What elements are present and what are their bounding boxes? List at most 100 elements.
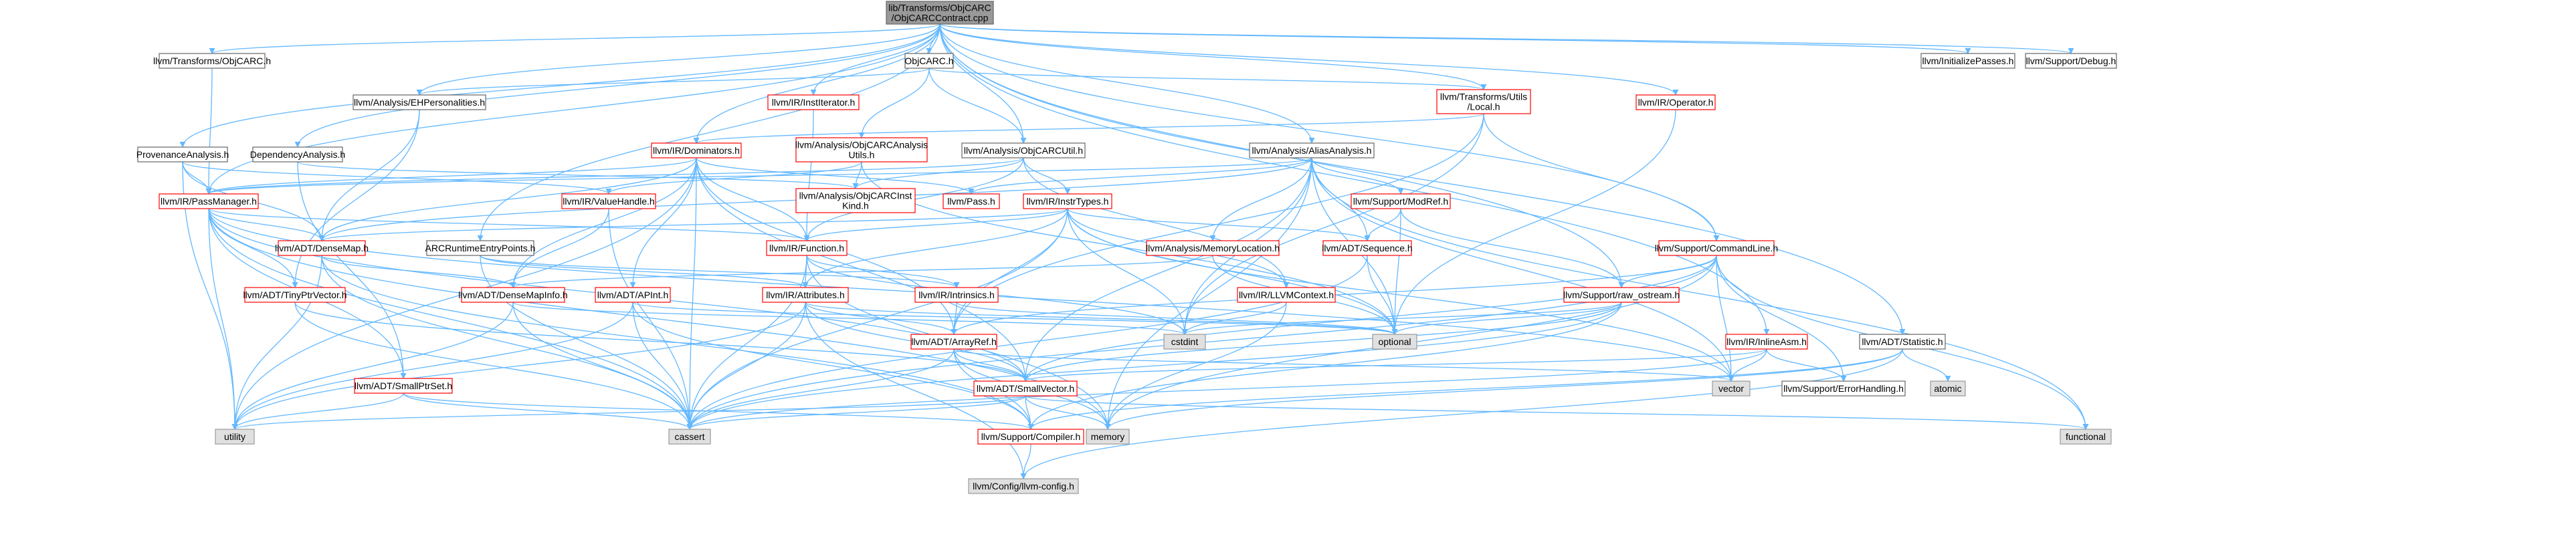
- edge-arcrtentry-to-intrinsics: [480, 255, 960, 288]
- node-label-provanal: ProvenanceAnalysis.h: [136, 149, 229, 160]
- node-label-localh: llvm/Transforms/Utils/Local.h: [1440, 92, 1527, 112]
- node-box-compiler: [977, 429, 1084, 445]
- node-apint[interactable]: llvm/ADT/APInt.h: [595, 287, 671, 303]
- node-label-smallptrset: llvm/ADT/SmallPtrSet.h: [355, 380, 452, 391]
- node-label-aliasanal: llvm/Analysis/AliasAnalysis.h: [1252, 145, 1372, 156]
- edge-smallptrset-to-compiler: [403, 393, 1034, 430]
- node-llvmctx[interactable]: llvm/IR/LLVMContext.h: [1237, 287, 1336, 303]
- node-label-tobjcarc: llvm/Transforms/ObjCARC.h: [153, 55, 271, 66]
- node-label-intrinsics: llvm/IR/Intrinsics.h: [918, 290, 995, 300]
- node-operator[interactable]: llvm/IR/Operator.h: [1636, 94, 1716, 110]
- edge-objcarcutil-to-instrtypes: [1023, 157, 1071, 195]
- node-modref[interactable]: llvm/Support/ModRef.h: [1351, 193, 1451, 209]
- node-pass[interactable]: llvm/Pass.h: [943, 193, 1000, 209]
- node-box-vector: [1712, 380, 1751, 397]
- node-aliasanal[interactable]: llvm/Analysis/AliasAnalysis.h: [1249, 142, 1375, 158]
- node-arcrtentry[interactable]: ARCRuntimeEntryPoints.h: [425, 240, 536, 256]
- node-tobjcarc[interactable]: llvm/Transforms/ObjCARC.h: [153, 53, 271, 69]
- node-passmgr[interactable]: llvm/IR/PassManager.h: [159, 193, 259, 209]
- node-smallptrset[interactable]: llvm/ADT/SmallPtrSet.h: [354, 378, 453, 394]
- edge-smallvector-to-memory: [1025, 395, 1111, 430]
- edge-smallptrset-to-cassert: [403, 393, 693, 430]
- edge-rawostream-to-cstdint: [1181, 302, 1622, 335]
- node-intrinsics[interactable]: llvm/IR/Intrinsics.h: [914, 287, 999, 303]
- node-label-sequence: llvm/ADT/Sequence.h: [1322, 243, 1412, 253]
- node-rawostream[interactable]: llvm/Support/raw_ostream.h: [1563, 287, 1680, 303]
- node-dominators[interactable]: llvm/IR/Dominators.h: [651, 142, 742, 158]
- edge-rawostream-to-optional: [1391, 302, 1622, 335]
- node-box-sequence: [1322, 240, 1412, 256]
- edge-compiler-to-llvmconfig: [1020, 443, 1031, 479]
- edge-ehpers-to-tinyptr: [292, 109, 420, 288]
- node-tinyptr[interactable]: llvm/ADT/TinyPtrVector.h: [243, 287, 347, 303]
- node-densemapinfo[interactable]: llvm/ADT/DenseMapInfo.h: [458, 287, 568, 303]
- node-instrtypes[interactable]: llvm/IR/InstrTypes.h: [1023, 193, 1112, 209]
- node-compiler[interactable]: llvm/Support/Compiler.h: [977, 429, 1084, 445]
- edge-aliasanal-to-memory: [1104, 157, 1312, 430]
- node-objcarc[interactable]: ObjCARC.h: [904, 53, 954, 69]
- node-inlineasm[interactable]: llvm/IR/InlineAsm.h: [1725, 334, 1808, 350]
- node-memloc[interactable]: llvm/Analysis/MemoryLocation.h: [1146, 240, 1280, 256]
- node-function[interactable]: llvm/IR/Function.h: [766, 240, 848, 256]
- node-label-root: lib/Transforms/ObjCARC/ObjCARCContract.c…: [888, 3, 991, 23]
- edge-tinyptr-to-smallvector: [294, 302, 1029, 382]
- node-attributes[interactable]: llvm/IR/Attributes.h: [762, 287, 849, 303]
- edge-cmdline-to-rawostream: [1618, 255, 1717, 288]
- node-instit[interactable]: llvm/IR/InstIterator.h: [767, 94, 860, 110]
- node-sequence[interactable]: llvm/ADT/Sequence.h: [1322, 240, 1413, 256]
- node-arrayref[interactable]: llvm/ADT/ArrayRef.h: [910, 334, 997, 350]
- node-cmdline[interactable]: llvm/Support/CommandLine.h: [1655, 240, 1778, 256]
- node-valuehandle[interactable]: llvm/IR/ValueHandle.h: [561, 193, 656, 209]
- edge-root-to-dominators: [693, 23, 940, 144]
- node-depanal[interactable]: DependencyAnalysis.h: [250, 146, 345, 162]
- node-box-objcarc: [904, 53, 954, 69]
- edge-objcarc-to-localh: [928, 68, 1487, 90]
- edge-root-to-localh: [939, 23, 1487, 90]
- node-box-densemapinfo: [461, 287, 565, 303]
- node-label-cstdint: cstdint: [1171, 336, 1199, 347]
- node-statistic[interactable]: llvm/ADT/Statistic.h: [1859, 334, 1946, 350]
- node-label-operator: llvm/IR/Operator.h: [1638, 97, 1714, 108]
- edge-operator-to-optional: [1391, 109, 1676, 335]
- node-debug[interactable]: llvm/Support/Debug.h: [2025, 53, 2117, 69]
- edge-dominators-to-cassert: [686, 157, 697, 430]
- edge-attributes-to-arrayref: [805, 302, 957, 335]
- edge-densemapinfo-to-cassert: [512, 302, 693, 430]
- edge-valuehandle-to-cassert: [608, 208, 693, 430]
- node-objcarcutil[interactable]: llvm/Analysis/ObjCARCUtil.h: [961, 142, 1086, 158]
- node-label-initpasses: llvm/InitializePasses.h: [1922, 55, 2014, 66]
- node-label-statistic: llvm/ADT/Statistic.h: [1862, 336, 1943, 347]
- edge-statistic-to-atomic: [1902, 348, 1951, 382]
- edge-dominators-to-apint: [629, 157, 697, 288]
- node-box-optional: [1372, 334, 1417, 350]
- node-box-passmgr: [159, 193, 259, 209]
- node-label-errorhandling: llvm/Support/ErrorHandling.h: [1783, 383, 1904, 394]
- node-box-depanal: [252, 146, 343, 162]
- edge-densemapinfo-to-utility: [231, 302, 514, 430]
- node-box-densemap: [278, 240, 366, 256]
- edge-aliasanal-to-vector: [1311, 157, 1735, 382]
- node-box-instit: [767, 94, 860, 110]
- node-box-intrinsics: [914, 287, 999, 303]
- node-densemap[interactable]: llvm/ADT/DenseMap.h: [275, 240, 369, 256]
- node-errorhandling[interactable]: llvm/Support/ErrorHandling.h: [1781, 380, 1906, 397]
- node-box-smallptrset: [354, 378, 453, 394]
- edge-dominators-to-function: [696, 157, 810, 241]
- edge-memloc-to-densemapinfo: [510, 255, 1213, 288]
- edge-apint-to-utility: [231, 302, 633, 430]
- edge-dominators-to-pass: [696, 157, 975, 195]
- edge-densemap-to-densemapinfo: [321, 255, 516, 288]
- node-provanal[interactable]: ProvenanceAnalysis.h: [136, 146, 229, 162]
- node-box-arcrtentry: [426, 240, 534, 256]
- node-box-cmdline: [1658, 240, 1775, 256]
- edge-passmgr-to-function: [208, 208, 810, 241]
- node-initpasses[interactable]: llvm/InitializePasses.h: [1920, 53, 2015, 69]
- node-localh[interactable]: llvm/Transforms/Utils/Local.h: [1436, 89, 1531, 114]
- node-box-memloc: [1146, 240, 1280, 256]
- node-smallvector[interactable]: llvm/ADT/SmallVector.h: [973, 380, 1078, 397]
- edge-root-to-provanal: [179, 23, 940, 148]
- node-ehpers[interactable]: llvm/Analysis/EHPersonalities.h: [353, 94, 486, 110]
